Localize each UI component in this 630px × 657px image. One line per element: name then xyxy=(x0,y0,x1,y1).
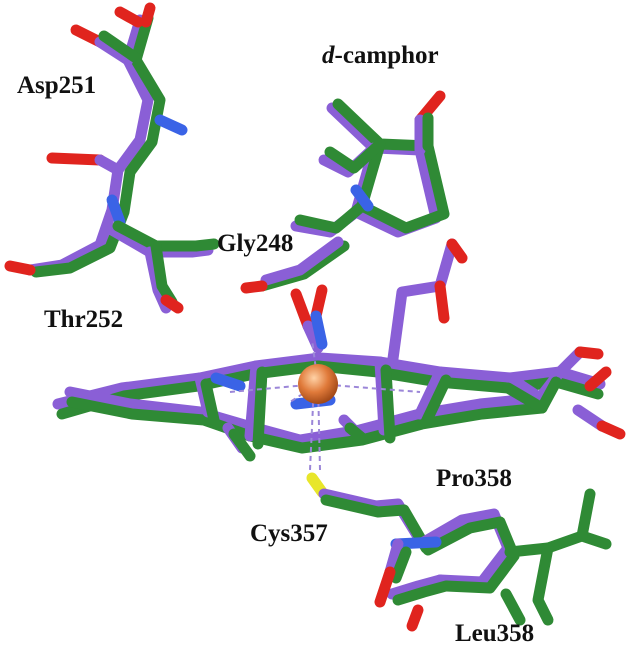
axial-ligand xyxy=(290,284,328,354)
thr252-residue xyxy=(106,220,220,314)
pro358-residue xyxy=(374,508,520,632)
asp251-residue xyxy=(4,2,188,278)
gly248-label: Gly248 xyxy=(217,230,294,257)
porphyrin-ring xyxy=(52,346,626,462)
gly248-residue xyxy=(240,236,350,294)
pro358-label: Pro358 xyxy=(436,465,512,492)
camphor-label: d-camphor xyxy=(322,42,439,70)
cys357-residue xyxy=(306,472,432,554)
leu358-label: Leu358 xyxy=(455,620,535,647)
camphor-label-suffix: -camphor xyxy=(334,42,439,69)
cys357-label: Cys357 xyxy=(250,520,328,547)
heme-propionate xyxy=(386,238,468,372)
camphor-label-prefix: d xyxy=(322,42,335,69)
leu358-residue xyxy=(500,488,612,626)
camphor-ligand xyxy=(290,90,450,238)
thr252-label: Thr252 xyxy=(44,306,124,333)
iron-atom xyxy=(298,364,338,404)
asp251-label: Asp251 xyxy=(17,72,97,99)
